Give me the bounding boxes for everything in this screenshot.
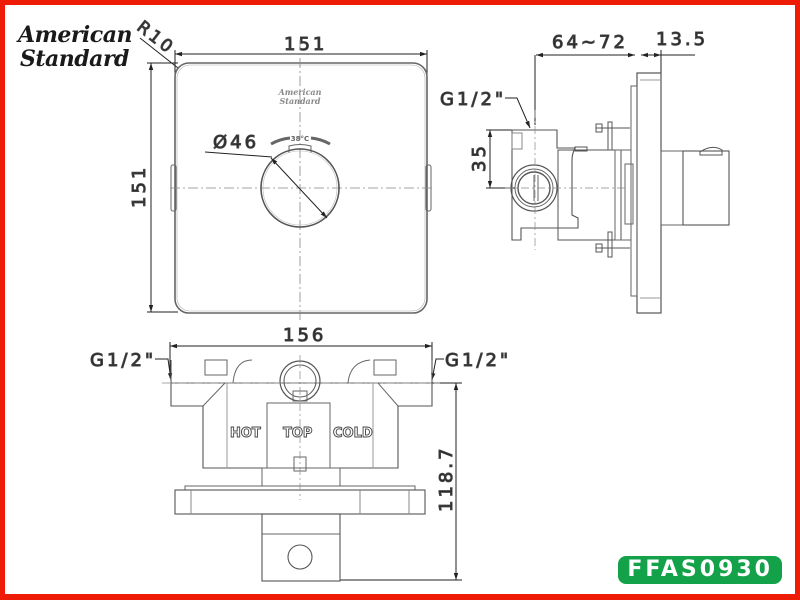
radius-label: R10 [133, 17, 179, 59]
height-dimension-label: 151 [129, 165, 150, 208]
logo-line-2: Standard [20, 46, 129, 72]
top-label: TOP [283, 426, 312, 441]
side-thread-label: G1/2" [440, 89, 506, 110]
right-thread-label: G1/2" [445, 350, 511, 371]
cold-label: COLD [333, 426, 373, 441]
logo-line-1: American [18, 22, 132, 48]
knob-diameter-label: Ø46 [213, 132, 259, 153]
width-dimension-label: 151 [284, 34, 327, 55]
plate-logo-line-1: American [278, 87, 322, 97]
model-code-badge: FFAS0930 [618, 556, 782, 584]
top-height-label: 118.7 [436, 445, 457, 512]
plate-thickness-label: 13.5 [656, 29, 708, 50]
plate-logo-line-2: Standard [279, 96, 320, 106]
top-width-label: 156 [283, 325, 326, 346]
thermostat-knob [260, 148, 340, 228]
left-thread-label: G1/2" [90, 350, 156, 371]
hot-label: HOT [230, 426, 261, 441]
front-view: R10 151 151 American Standard [129, 17, 435, 322]
inlet-height-label: 35 [469, 143, 490, 172]
temperature-mark: 38°C [291, 135, 309, 143]
side-view: 64~72 13.5 G1/2" 35 [440, 29, 730, 314]
depth-dimension-label: 64~72 [552, 32, 628, 53]
top-view: 156 G1/2" G1/2" 118.7 [90, 325, 511, 582]
american-standard-logo: American Standard [18, 23, 132, 71]
